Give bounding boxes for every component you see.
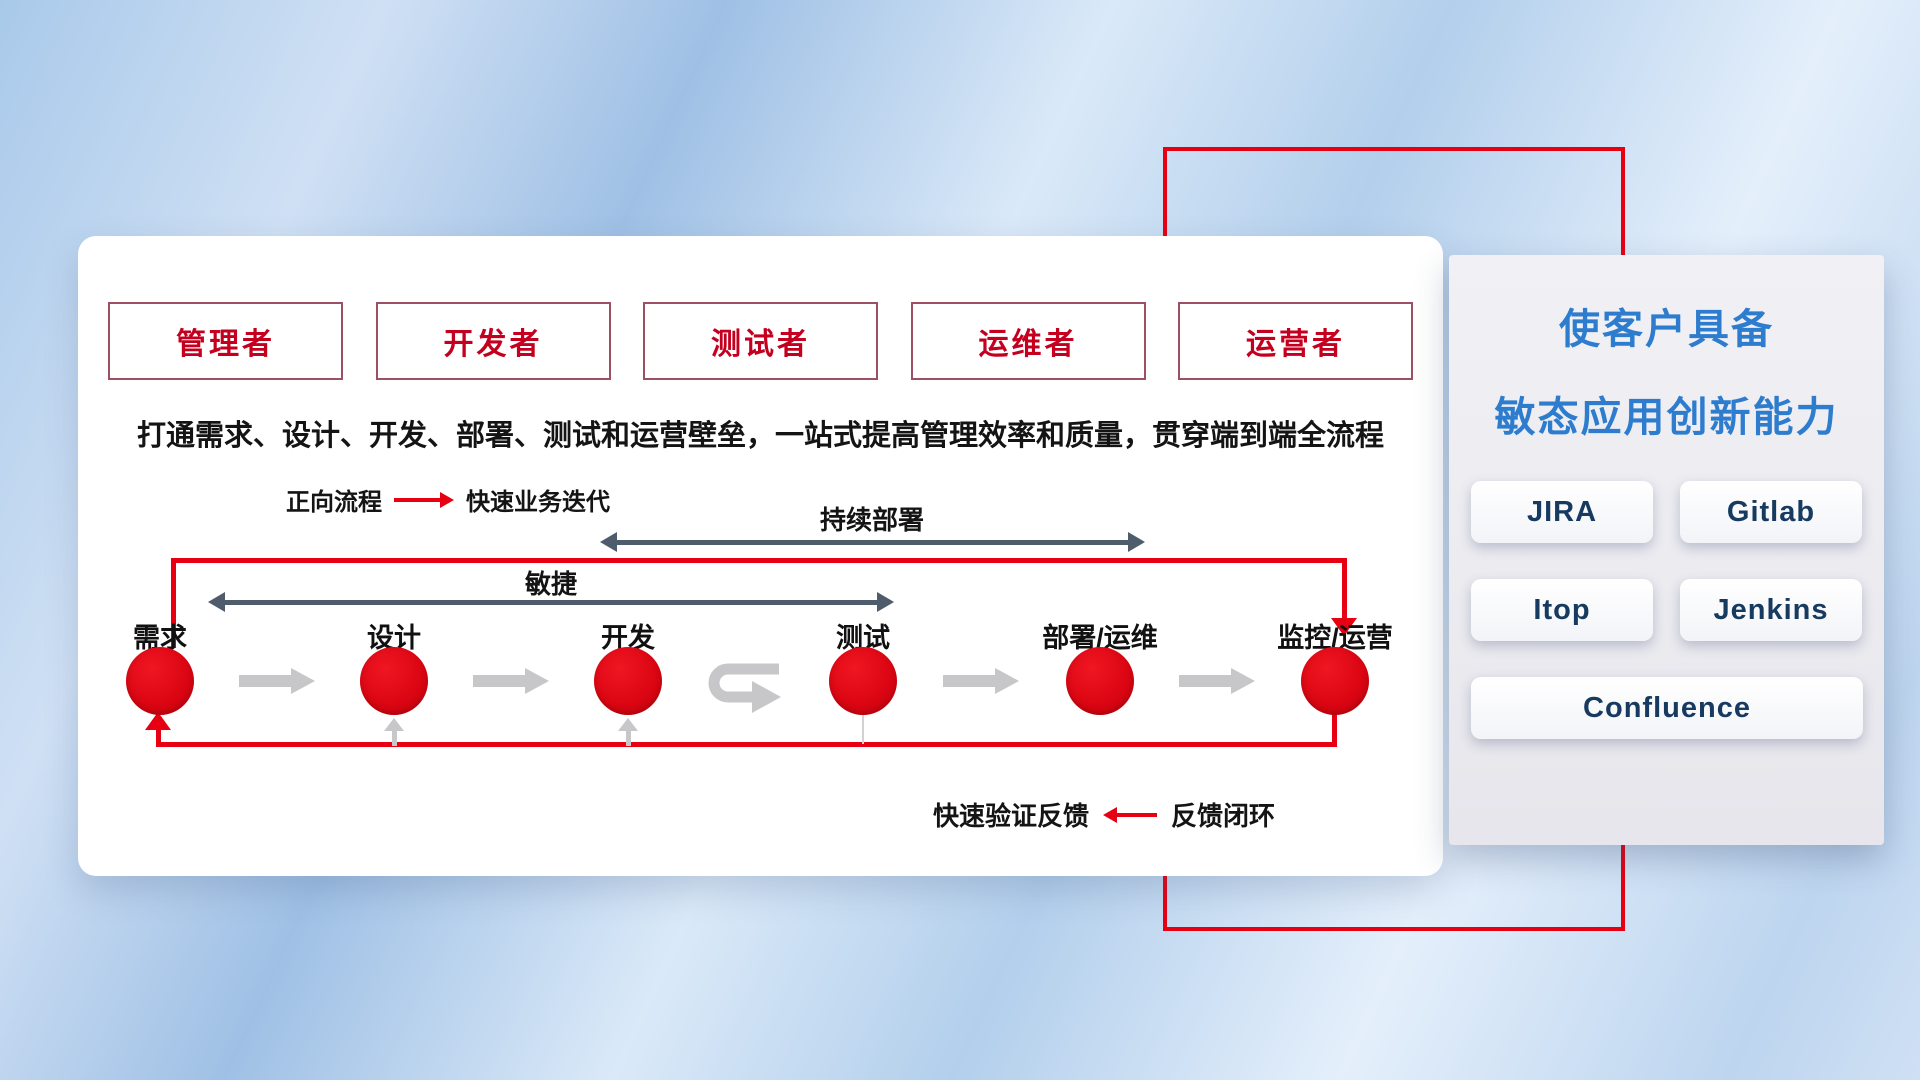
tool-button-jira: JIRA xyxy=(1471,481,1653,543)
tool-button-confluence: Confluence xyxy=(1471,677,1863,739)
workflow-card: 管理者 开发者 测试者 运维者 运营者 打通需求、设计、开发、部署、测试和运营壁… xyxy=(78,236,1443,876)
capability-panel: 使客户具备 敏态应用创新能力 JIRA Gitlab Itop Jenkins … xyxy=(1449,255,1884,845)
feedback-loop-line-left xyxy=(156,730,161,747)
up-arrow-icon xyxy=(384,718,404,731)
flow-arrow-icon xyxy=(473,666,549,696)
forward-loop-line-left xyxy=(171,558,176,648)
forward-flow-label: 正向流程 xyxy=(286,489,382,516)
workflow-description: 打通需求、设计、开发、部署、测试和运营壁垒，一站式提高管理效率和质量，贯穿端到端… xyxy=(136,420,1384,452)
role-box-developer: 开发者 xyxy=(375,302,611,380)
role-label: 运维者 xyxy=(978,328,1078,361)
stage-node-requirements xyxy=(126,647,194,715)
role-label: 开发者 xyxy=(443,328,543,361)
role-box-tester: 测试者 xyxy=(643,302,878,380)
stage-node-testing xyxy=(829,647,897,715)
role-box-manager: 管理者 xyxy=(108,302,343,380)
feedback-desc: 快速验证反馈 xyxy=(933,801,1090,831)
role-box-operator: 运营者 xyxy=(1178,302,1413,380)
stage-node-deploy-ops xyxy=(1066,647,1134,715)
continuous-deployment-range-arrow xyxy=(600,532,1145,552)
roles-row: 管理者 开发者 测试者 运维者 运营者 xyxy=(108,302,1413,380)
role-label: 管理者 xyxy=(176,328,275,361)
forward-loop-line-right xyxy=(1342,558,1347,620)
panel-title-line1: 使客户具备 xyxy=(1559,306,1774,352)
iteration-loop-icon xyxy=(701,652,789,714)
feedback-label: 反馈闭环 xyxy=(1171,801,1276,831)
agile-range-arrow xyxy=(208,592,894,612)
up-arrow-stem xyxy=(626,730,631,746)
role-label: 测试者 xyxy=(711,328,810,361)
legend-forward: 正向流程 快速业务迭代 xyxy=(286,482,610,517)
test-feedback-connector xyxy=(862,714,864,744)
tool-button-jenkins: Jenkins xyxy=(1680,579,1862,641)
panel-title-line2: 敏态应用创新能力 xyxy=(1494,394,1839,440)
role-box-operations: 运维者 xyxy=(910,302,1146,380)
agile-label: 敏捷 xyxy=(524,569,577,599)
forward-loop-arrow-icon xyxy=(1331,618,1357,636)
feedback-loop-arrow-icon xyxy=(145,712,171,730)
tool-button-gitlab: Gitlab xyxy=(1680,481,1862,543)
role-label: 运营者 xyxy=(1246,328,1345,361)
up-arrow-icon xyxy=(618,718,638,731)
up-arrow-stem xyxy=(392,730,397,746)
flow-arrow-icon xyxy=(943,666,1019,696)
stage-node-design xyxy=(360,647,428,715)
forward-arrow-icon xyxy=(394,491,454,508)
stage-node-monitor-operate xyxy=(1301,647,1369,715)
flow-arrow-icon xyxy=(239,666,315,696)
feedback-arrow-icon xyxy=(1103,806,1158,823)
legend-feedback: 快速验证反馈 反馈闭环 xyxy=(933,796,1275,833)
feedback-loop-line-bottom xyxy=(160,742,1337,747)
feedback-loop-line-right xyxy=(1332,714,1337,747)
continuous-deployment-label: 持续部署 xyxy=(819,505,924,535)
tool-button-itop: Itop xyxy=(1471,579,1653,641)
flow-arrow-icon xyxy=(1179,666,1255,696)
forward-flow-desc: 快速业务迭代 xyxy=(466,489,610,516)
stage-node-development xyxy=(594,647,662,715)
forward-loop-line-top xyxy=(171,558,1347,563)
